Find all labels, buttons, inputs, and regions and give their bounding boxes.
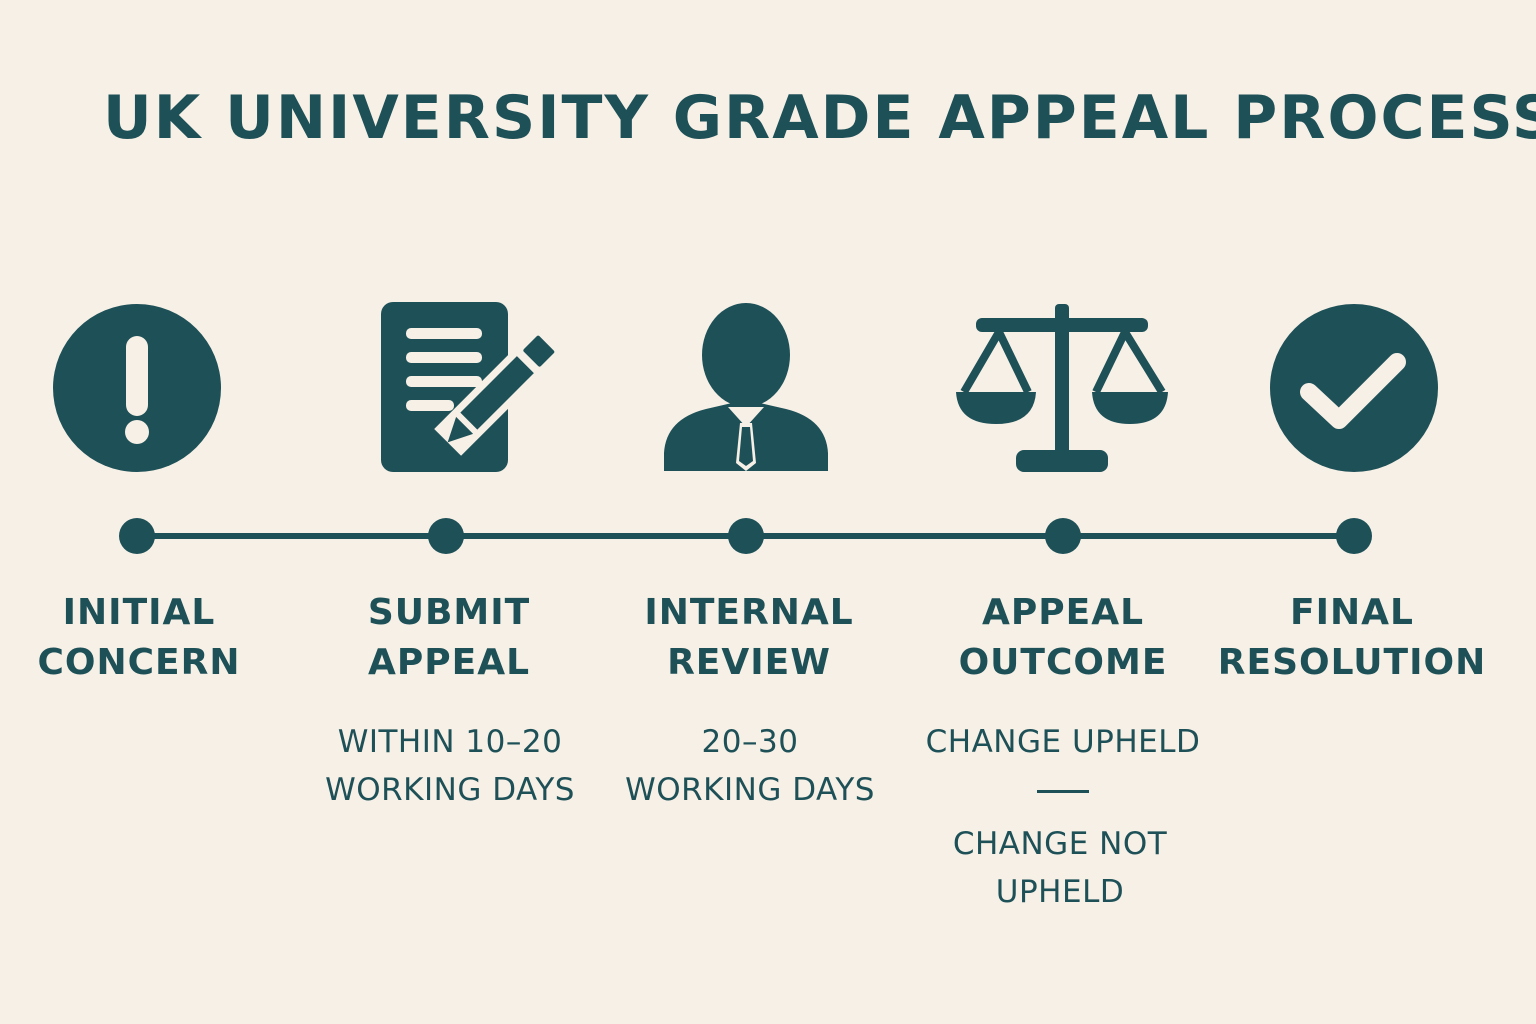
timeline-node — [728, 518, 764, 554]
outcome-separator — [1037, 790, 1089, 793]
scales-icon — [956, 304, 1168, 472]
timeline-node — [119, 518, 155, 554]
timeline-node — [1336, 518, 1372, 554]
timeline-node — [428, 518, 464, 554]
outcome-upheld: CHANGE UPHELD — [925, 724, 1201, 760]
person-icon — [664, 303, 828, 471]
document-pencil-icon — [381, 302, 555, 472]
checkmark-icon — [1270, 304, 1438, 472]
page-title: UK UNIVERSITY GRADE APPEAL PROCESS — [103, 83, 1536, 153]
exclamation-icon — [53, 304, 221, 472]
timeline-node — [1045, 518, 1081, 554]
